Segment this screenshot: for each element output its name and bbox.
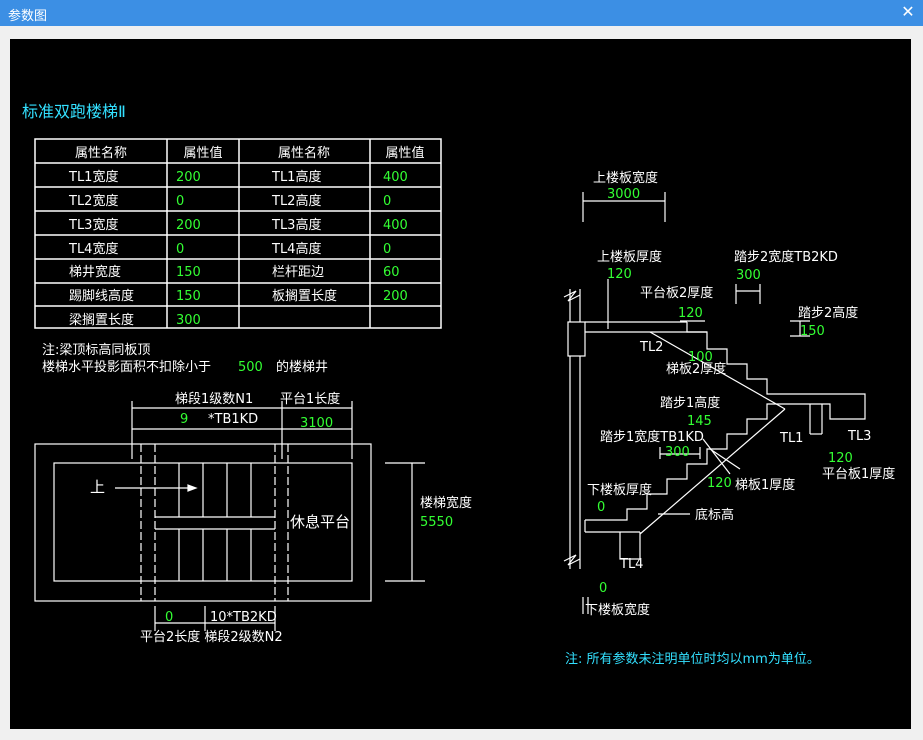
slab2-value: 100 <box>688 350 713 365</box>
note-line-2-value: 500 <box>238 360 263 375</box>
platform1-thickness-value: 120 <box>828 451 853 466</box>
tl2-label: TL2 <box>639 340 663 355</box>
step2-width-value: 300 <box>736 268 761 283</box>
note-line-2-suffix: 的楼梯井 <box>276 359 328 375</box>
diagram-canvas: 标准双跑楼梯Ⅱ 属性名称 属性值 属性名称 属性值 TL1宽度 200 TL1高… <box>10 39 911 729</box>
bottom-slab-thickness-value: 0 <box>597 500 605 515</box>
header-name-2: 属性名称 <box>278 145 330 161</box>
table-cell: 60 <box>383 265 400 280</box>
step1-width-value: 300 <box>665 445 690 460</box>
table-cell: TL2宽度 <box>68 193 118 209</box>
base-elevation-label: 底标高 <box>695 507 734 523</box>
top-slab-thickness-label: 上楼板厚度 <box>597 249 662 265</box>
table-cell: TL4高度 <box>271 241 321 257</box>
seg1-label: 梯段1级数N1 <box>175 392 253 407</box>
platform1-thickness-label: 平台板1厚度 <box>822 466 895 482</box>
table-cell: TL2高度 <box>271 193 321 209</box>
note-line-2-prefix: 楼梯水平投影面积不扣除小于 <box>42 359 211 375</box>
table-cell: 0 <box>383 242 391 257</box>
table-row: 梁搁置长度 300 <box>69 312 201 328</box>
platform2-thickness-value: 120 <box>678 306 703 321</box>
diagram-heading: 标准双跑楼梯Ⅱ <box>22 102 126 121</box>
table-row: TL2宽度 0 TL2高度 0 <box>68 193 391 209</box>
up-label: 上 <box>90 478 105 496</box>
slab2-label: 梯板2厚度 <box>666 361 726 377</box>
plat1-value: 3100 <box>300 416 333 431</box>
header-name-1: 属性名称 <box>75 145 127 161</box>
bottom-slab-thickness-label: 下楼板厚度 <box>587 482 652 498</box>
step1-width-label: 踏步1宽度TB1KD <box>600 429 704 445</box>
table-cell: 150 <box>176 265 201 280</box>
table-cell: 栏杆距边 <box>272 265 324 280</box>
table-row: TL1宽度 200 TL1高度 400 <box>68 169 408 185</box>
table-cell: 梁搁置长度 <box>69 312 134 328</box>
parameter-table <box>34 138 442 329</box>
stair-width-label: 楼梯宽度 <box>420 495 472 511</box>
table-cell: 300 <box>176 313 201 328</box>
table-cell: 0 <box>176 194 184 209</box>
top-slab-thickness-value: 120 <box>607 267 632 282</box>
table-cell: 踢脚线高度 <box>69 288 134 304</box>
table-cell: TL3高度 <box>271 217 321 233</box>
seg1-suffix: *TB1KD <box>208 412 258 427</box>
table-cell: TL4宽度 <box>68 241 118 257</box>
parameter-diagram: 标准双跑楼梯Ⅱ 属性名称 属性值 属性名称 属性值 TL1宽度 200 TL1高… <box>22 102 895 667</box>
table-cell: TL3宽度 <box>68 217 118 233</box>
window-title: 参数图 <box>8 9 48 24</box>
table-cell: 400 <box>383 218 408 233</box>
table-cell: 200 <box>176 218 201 233</box>
rest-platform-label: 休息平台 <box>290 513 350 531</box>
step2-height-label: 踏步2高度 <box>798 305 858 321</box>
tl3-label: TL3 <box>847 429 871 444</box>
table-cell: 板搁置长度 <box>272 288 337 304</box>
step1-height-value: 145 <box>687 414 712 429</box>
close-icon[interactable]: ✕ <box>901 2 915 21</box>
step1-height-label: 踏步1高度 <box>660 395 720 411</box>
platform2-thickness-label: 平台板2厚度 <box>640 285 713 301</box>
table-cell: TL1高度 <box>271 169 321 185</box>
slab1-value: 120 <box>707 476 732 491</box>
plat1-label: 平台1长度 <box>280 391 340 407</box>
bottom-slab-width-value: 0 <box>599 581 607 596</box>
table-row: TL4宽度 0 TL4高度 0 <box>68 241 391 257</box>
table-cell: 0 <box>176 242 184 257</box>
tl4-label: TL4 <box>619 557 643 572</box>
seg1-value: 9 <box>180 412 188 427</box>
plan-view <box>34 401 425 631</box>
title-bar: 参数图 ✕ <box>0 0 923 26</box>
table-row: 梯井宽度 150 栏杆距边 60 <box>69 264 400 280</box>
table-cell: 200 <box>176 170 201 185</box>
section-view <box>563 192 866 614</box>
top-slab-width-label: 上楼板宽度 <box>593 170 658 186</box>
table-cell: 梯井宽度 <box>69 264 121 280</box>
footnote: 注: 所有参数未注明单位时均以mm为单位。 <box>565 651 820 667</box>
table-cell: 150 <box>176 289 201 304</box>
seg2-value: 10*TB2KD <box>210 610 277 625</box>
step2-height-value: 150 <box>800 324 825 339</box>
header-value-2: 属性值 <box>385 145 424 161</box>
plat2-value: 0 <box>165 610 173 625</box>
table-cell: 400 <box>383 170 408 185</box>
note-line-1: 注:梁顶标高同板顶 <box>42 342 150 358</box>
slab1-label: 梯板1厚度 <box>735 477 795 493</box>
table-row: TL3宽度 200 TL3高度 400 <box>68 217 408 233</box>
table-cell: TL1宽度 <box>68 169 118 185</box>
table-cell: 200 <box>383 289 408 304</box>
header-value-1: 属性值 <box>183 145 222 161</box>
bottom-slab-width-label: 下楼板宽度 <box>585 602 650 618</box>
plan-bottom-label: 平台2长度 梯段2级数N2 <box>140 629 283 645</box>
table-header: 属性名称 属性值 属性名称 属性值 <box>75 145 425 161</box>
table-cell: 0 <box>383 194 391 209</box>
tl1-label: TL1 <box>779 431 803 446</box>
table-row: 踢脚线高度 150 板搁置长度 200 <box>69 288 408 304</box>
top-slab-width-value: 3000 <box>607 187 640 202</box>
stair-width-value: 5550 <box>420 515 453 530</box>
step2-width-label: 踏步2宽度TB2KD <box>734 249 838 265</box>
